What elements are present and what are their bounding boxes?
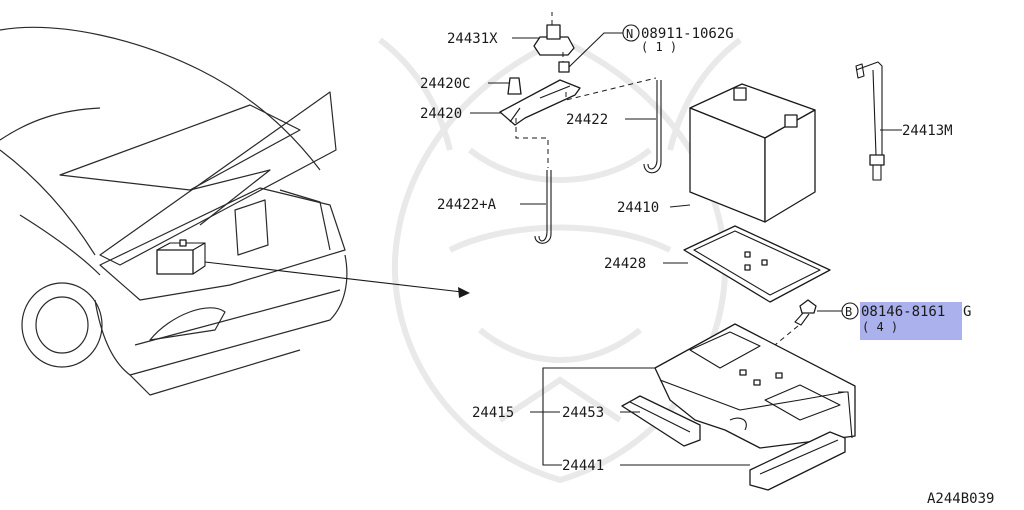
label-24431x[interactable]: 24431X — [447, 31, 498, 47]
label-24415[interactable]: 24415 — [472, 405, 514, 421]
label-24441[interactable]: 24441 — [562, 458, 604, 474]
label-nut-qty: ( 1 ) — [641, 40, 677, 54]
label-bolt-qty: ( 4 ) — [862, 320, 898, 334]
battery-clamp-assembly — [499, 12, 662, 244]
vehicle-rear-illustration — [0, 26, 470, 396]
diagram-id: A244B039 — [927, 491, 994, 507]
cable-24413m — [855, 61, 885, 181]
bolt-marker-letter: B — [845, 305, 852, 319]
label-24420c[interactable]: 24420C — [420, 76, 471, 92]
rail-24441 — [749, 431, 846, 491]
label-24413m[interactable]: 24413M — [902, 123, 953, 139]
label-24420[interactable]: 24420 — [420, 106, 462, 122]
label-24410[interactable]: 24410 — [617, 200, 659, 216]
label-24453[interactable]: 24453 — [562, 405, 604, 421]
nut-marker-letter: N — [626, 27, 633, 41]
battery-tray-24428 — [683, 225, 831, 303]
bolt-marker-circle — [841, 302, 859, 320]
rail-24453 — [621, 395, 701, 447]
leader-lines — [470, 32, 902, 466]
label-08911-1062g[interactable]: 08911-1062G — [641, 26, 734, 42]
battery-24410 — [689, 83, 816, 223]
label-24428[interactable]: 24428 — [604, 256, 646, 272]
part-number-highlight — [860, 302, 962, 320]
label-24422-a[interactable]: 24422+A — [437, 197, 497, 213]
nut-marker-circle — [622, 24, 640, 42]
support-bracket-24415 — [654, 323, 856, 449]
bolt-08146 — [774, 299, 817, 346]
label-24422[interactable]: 24422 — [566, 112, 608, 128]
label-08146-suffix: G — [963, 304, 971, 320]
part-qty-highlight — [860, 320, 962, 340]
label-08146-8161[interactable]: 08146-8161 — [861, 304, 945, 320]
